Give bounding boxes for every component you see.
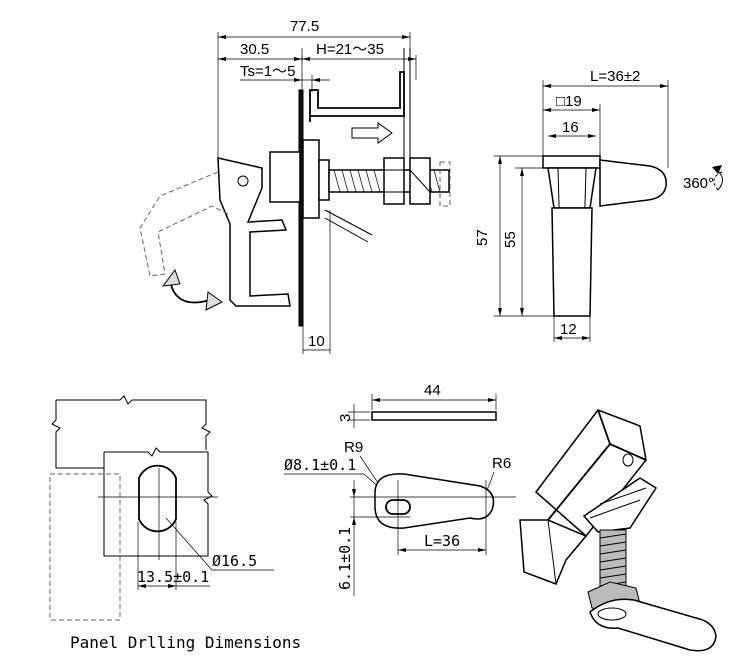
dim-panel-thickness: Ts=1～5 bbox=[240, 63, 295, 80]
dim-left-length: 30.5 bbox=[240, 41, 269, 58]
dim-total-height-57: 57 bbox=[474, 229, 491, 246]
dim-cam-length: L=36 bbox=[424, 532, 460, 550]
dim-width-16: 16 bbox=[562, 119, 579, 136]
lock-front-view: L=36±2 □19 16 360° 57 bbox=[474, 68, 723, 342]
dim-slot-diameter: Ø8.1±0.1 bbox=[284, 456, 356, 474]
dim-slot-width: 6.1±0.1 bbox=[336, 527, 354, 590]
dim-cam-thickness: 3 bbox=[337, 414, 354, 422]
isometric-view bbox=[519, 409, 717, 652]
dim-radius-right: R6 bbox=[492, 455, 511, 472]
dim-cam-length-range: L=36±2 bbox=[590, 68, 640, 85]
iso-thread-lines bbox=[599, 533, 627, 587]
dim-hole-offset: 13.5±0.1 bbox=[137, 568, 209, 586]
cam-view: 44 3 R9 Ø8.1±0.1 R6 6.1±0.1 L bbox=[284, 382, 516, 596]
dim-hole-diameter: Ø16.5 bbox=[212, 552, 257, 570]
dim-radius-left: R9 bbox=[344, 439, 363, 456]
panel-drilling-caption: Panel Drlling Dimensions bbox=[70, 633, 301, 652]
dim-plate-width: 10 bbox=[308, 333, 325, 350]
rotation-360: 360° bbox=[683, 175, 714, 192]
dim-grip-range: H=21～35 bbox=[316, 41, 384, 58]
panel-drilling-view: 13.5±0.1 Ø16.5 Panel Drlling Dimensions bbox=[49, 395, 301, 652]
dim-cam-total-length: 44 bbox=[424, 382, 441, 399]
dim-overall-length: 77.5 bbox=[290, 18, 319, 35]
dim-height-55: 55 bbox=[502, 231, 519, 248]
lock-section-view: 77.5 30.5 H=21～35 Ts=1～5 bbox=[139, 18, 451, 354]
dim-square-19: □19 bbox=[556, 93, 582, 110]
dim-bottom-12: 12 bbox=[560, 321, 577, 338]
